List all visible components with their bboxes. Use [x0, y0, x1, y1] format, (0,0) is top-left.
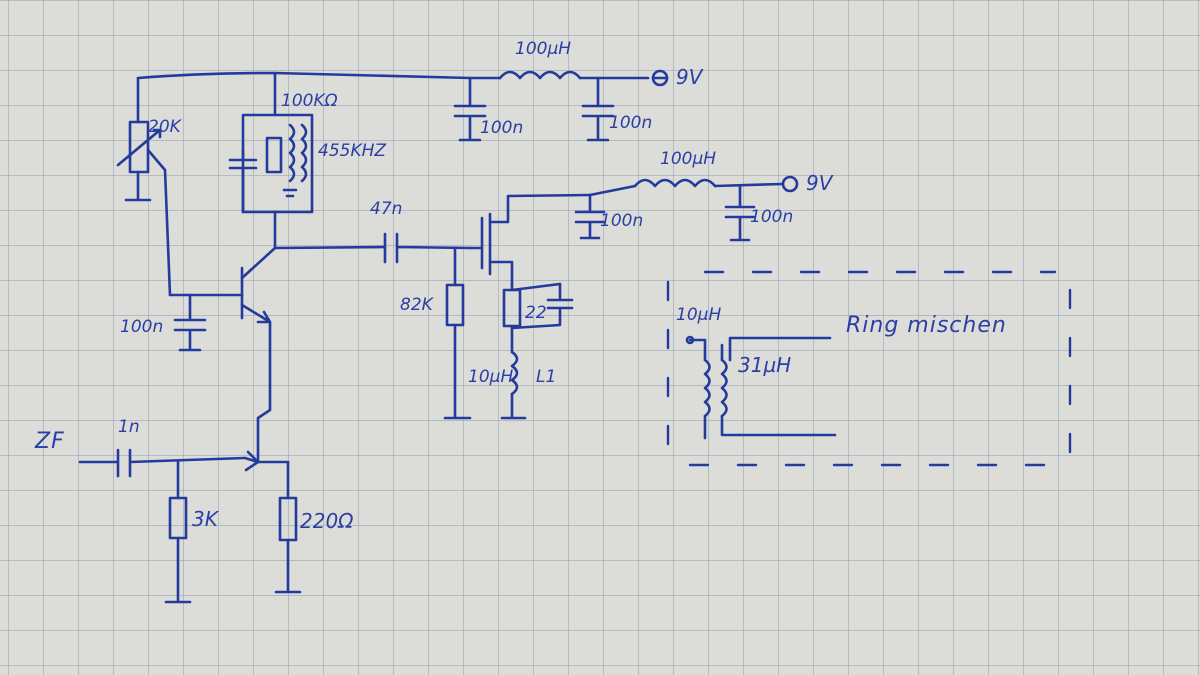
- capacitor-supply-1-label: 100n: [480, 118, 523, 138]
- ring-secondary-label: 31µH: [738, 353, 791, 377]
- resistor-input: [164, 460, 192, 604]
- tank-resistor-label: 100KΩ: [281, 91, 338, 111]
- wire-to-coupling: [273, 245, 387, 250]
- input-label: ZF: [34, 429, 65, 454]
- if-filter-tank: [228, 71, 314, 250]
- choke-2-symbol: [633, 178, 717, 188]
- choke-source-label: 10µH: [468, 367, 513, 387]
- resistor-input-label: 3K: [192, 507, 220, 531]
- if-filter-label: 455KHZ: [318, 141, 386, 161]
- trim-potentiometer: [116, 76, 172, 297]
- supply-2-label: 9V: [806, 171, 834, 195]
- choke-2-label: 100µH: [660, 149, 716, 169]
- capacitor-supply-4: [724, 184, 756, 242]
- ring-mixer-box: [666, 270, 1072, 467]
- supply-rail-second: [588, 175, 799, 197]
- capacitor-coupling: [383, 232, 472, 264]
- resistor-emitter-label: 220Ω: [300, 509, 354, 533]
- ring-primary-label: 10µH: [676, 305, 721, 325]
- capacitor-supply-1: [453, 76, 487, 142]
- resistor-emitter: [274, 460, 302, 594]
- trim-pot-label: 20K: [148, 117, 183, 137]
- resistor-gate-label: 82K: [400, 295, 435, 315]
- capacitor-input: [78, 448, 247, 478]
- fet-transistor: [468, 193, 592, 287]
- coil-l1-label: L1: [536, 367, 556, 387]
- ring-mixer-transformer: [685, 335, 837, 440]
- choke-1-symbol: [498, 70, 582, 80]
- capacitor-base-label: 100n: [120, 317, 163, 337]
- ring-mixer-title: Ring mischen: [846, 313, 1007, 338]
- choke-1-label: 100µH: [515, 39, 571, 59]
- npn-transistor: [168, 246, 277, 464]
- capacitor-supply-4-label: 100n: [750, 207, 793, 227]
- choke-source: [500, 350, 527, 420]
- capacitor-supply-3-label: 100n: [600, 211, 643, 231]
- capacitor-input-label: 1n: [118, 417, 140, 437]
- capacitor-supply-2: [581, 76, 615, 142]
- capacitor-supply-3: [574, 193, 606, 240]
- resistor-source-label: 22: [525, 303, 547, 323]
- resistor-gate: [443, 246, 472, 420]
- capacitor-coupling-label: 47n: [370, 199, 402, 219]
- capacitor-supply-2-label: 100n: [609, 113, 652, 133]
- resistor-source: [502, 282, 574, 354]
- capacitor-base: [173, 293, 207, 352]
- supply-1-label: 9V: [676, 65, 704, 89]
